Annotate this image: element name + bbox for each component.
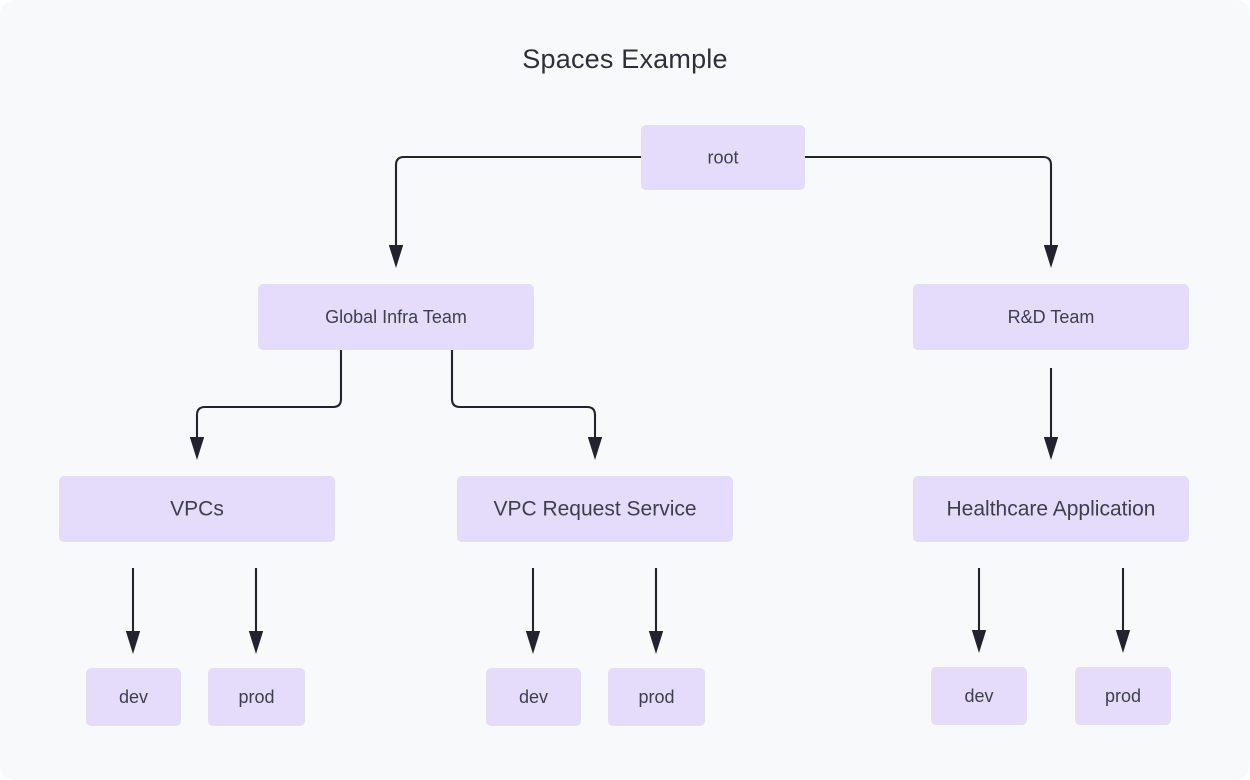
node-rnd[interactable]: R&D Team xyxy=(913,284,1189,350)
edge-vpcreq-prod xyxy=(648,568,664,654)
node-root[interactable]: root xyxy=(641,125,805,190)
node-label: prod xyxy=(1105,686,1141,706)
edge-line xyxy=(394,155,641,247)
edge-healthcare-dev xyxy=(971,568,987,653)
edge-vpcs-prod xyxy=(248,568,264,654)
node-box[interactable] xyxy=(258,284,534,350)
edge-vpcreq-dev xyxy=(525,568,541,654)
node-label: root xyxy=(707,147,738,167)
arrow-head-icon xyxy=(648,631,664,654)
node-req-prod[interactable]: prod xyxy=(608,668,705,726)
node-label: prod xyxy=(238,687,274,707)
node-label: R&D Team xyxy=(1008,307,1095,327)
node-box[interactable] xyxy=(641,125,805,190)
edge-healthcare-prod xyxy=(1115,568,1131,653)
node-req-dev[interactable]: dev xyxy=(486,668,581,726)
node-box[interactable] xyxy=(1075,667,1171,725)
page-title: Spaces Example xyxy=(522,44,728,74)
node-label: dev xyxy=(964,686,993,706)
node-vpcs-prod[interactable]: prod xyxy=(208,668,305,726)
node-box[interactable] xyxy=(208,668,305,726)
node-label: dev xyxy=(519,687,548,707)
node-label: VPC Request Service xyxy=(493,498,696,521)
node-infra[interactable]: Global Infra Team xyxy=(258,284,534,350)
node-hc-dev[interactable]: dev xyxy=(931,667,1027,725)
node-hc-prod[interactable]: prod xyxy=(1075,667,1171,725)
node-box[interactable] xyxy=(457,476,733,542)
edge-root-rnd xyxy=(805,155,1059,268)
edge-infra-vpcs xyxy=(189,350,343,460)
edge-root-infra xyxy=(388,155,641,268)
edge-infra-vpcreq xyxy=(450,350,603,460)
arrow-head-icon xyxy=(971,630,987,653)
arrow-head-icon xyxy=(388,245,404,268)
arrow-head-icon xyxy=(587,437,603,460)
edge-line xyxy=(805,155,1053,247)
arrow-head-icon xyxy=(1043,245,1059,268)
edge-rnd-healthcare xyxy=(1043,368,1059,460)
node-box[interactable] xyxy=(59,476,335,542)
node-box[interactable] xyxy=(913,284,1189,350)
node-label: dev xyxy=(119,687,148,707)
node-healthcare[interactable]: Healthcare Application xyxy=(913,476,1189,542)
node-label: Healthcare Application xyxy=(947,498,1156,521)
node-box[interactable] xyxy=(486,668,581,726)
node-vpcs-dev[interactable]: dev xyxy=(86,668,181,726)
node-box[interactable] xyxy=(608,668,705,726)
arrow-head-icon xyxy=(248,631,264,654)
node-vpcs[interactable]: VPCs xyxy=(59,476,335,542)
node-vpcreq[interactable]: VPC Request Service xyxy=(457,476,733,542)
node-box[interactable] xyxy=(913,476,1189,542)
arrow-head-icon xyxy=(1043,437,1059,460)
arrow-head-icon xyxy=(189,437,205,460)
arrow-head-icon xyxy=(1115,630,1131,653)
edge-vpcs-dev xyxy=(125,568,141,654)
arrow-head-icon xyxy=(525,631,541,654)
node-box[interactable] xyxy=(931,667,1027,725)
edge-line xyxy=(450,350,597,439)
edge-line xyxy=(195,350,343,439)
node-label: Global Infra Team xyxy=(325,307,467,327)
edge-layer xyxy=(125,155,1131,654)
node-label: VPCs xyxy=(170,498,224,521)
node-box[interactable] xyxy=(86,668,181,726)
node-label: prod xyxy=(638,687,674,707)
arrow-head-icon xyxy=(125,631,141,654)
